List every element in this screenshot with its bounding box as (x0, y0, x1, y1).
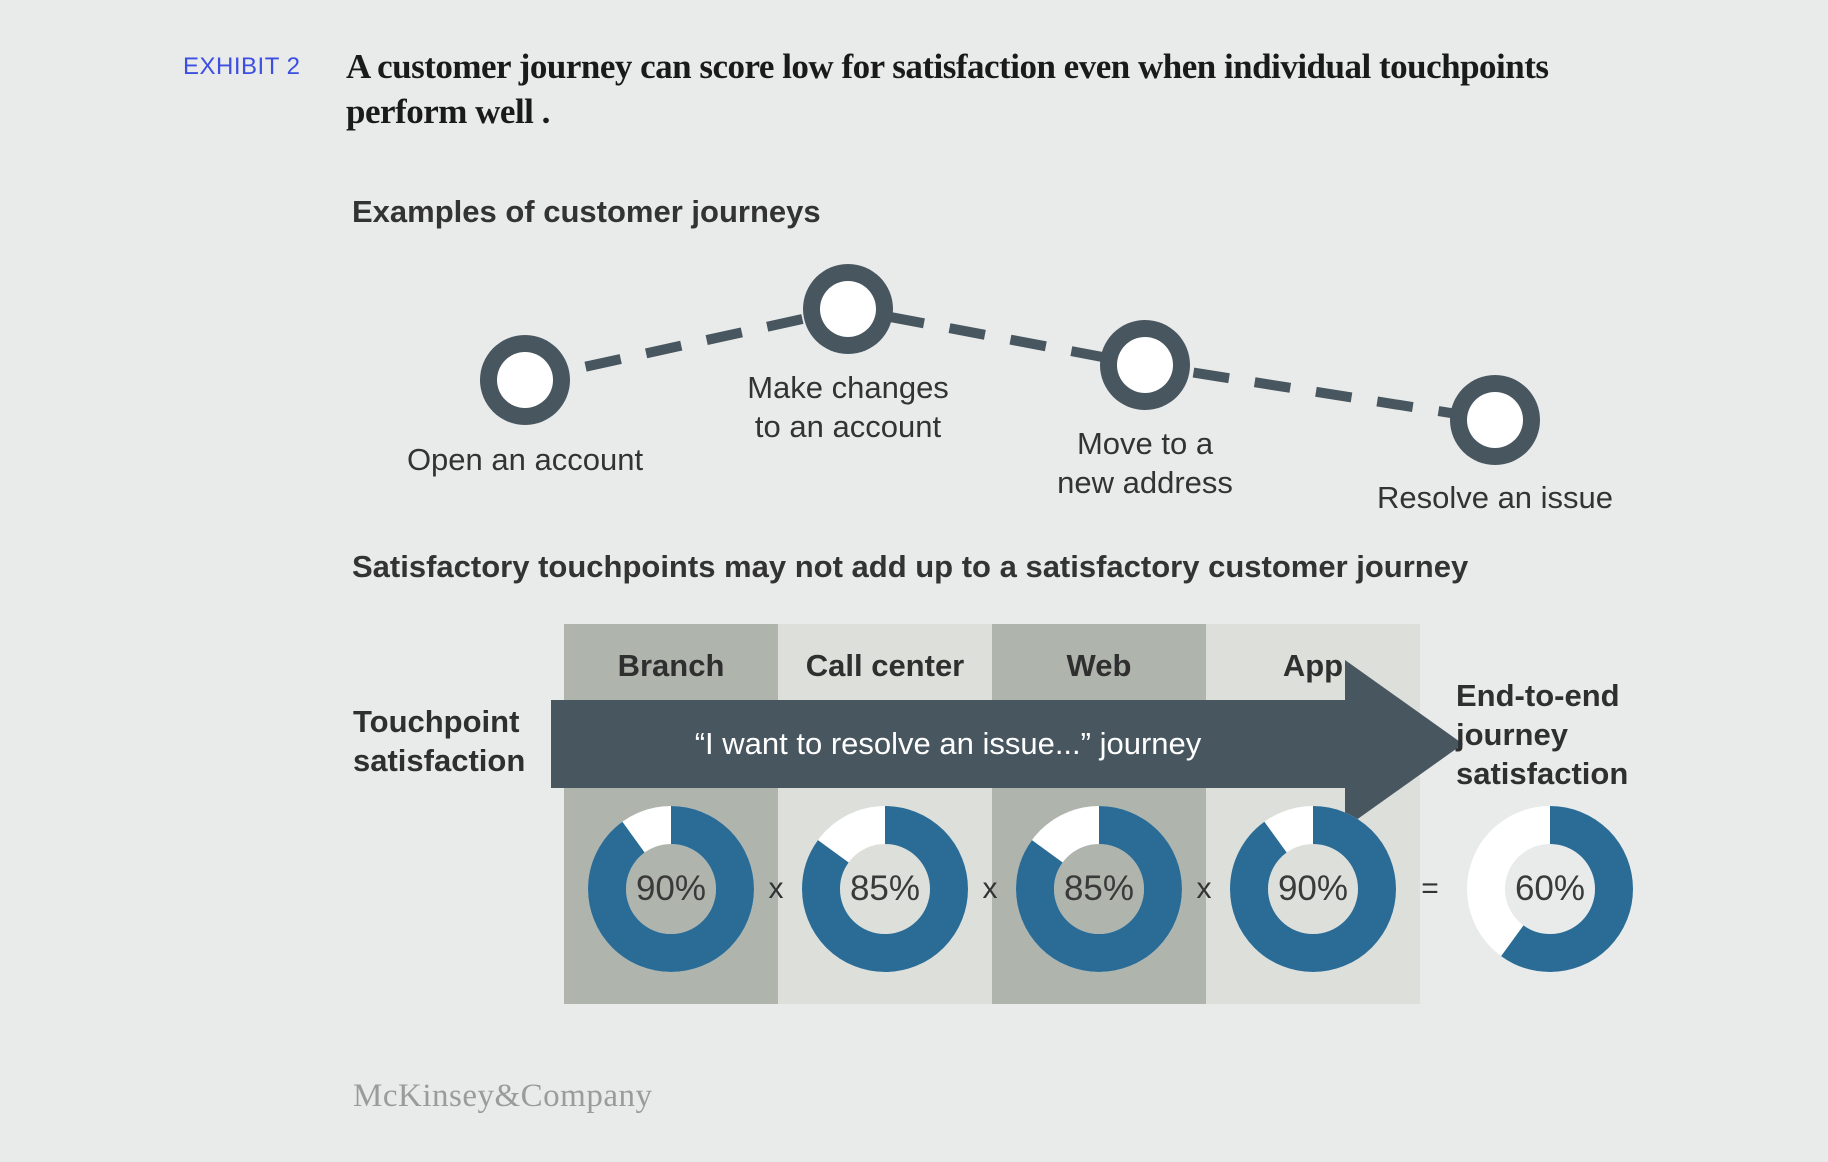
donut-chart-end-to-end: 60% (1465, 804, 1635, 974)
exhibit-number-label: EXHIBIT 2 (183, 53, 301, 80)
journey-node (1450, 375, 1540, 465)
journeys-section-heading: Examples of customer journeys (352, 194, 821, 229)
journey-node-label: Make changes to an account (747, 370, 949, 444)
donut-chart-call-center: 85% (800, 804, 970, 974)
donut-value: 90% (635, 869, 707, 908)
journey-node (1100, 320, 1190, 410)
donut-value: 85% (1063, 869, 1135, 908)
journey-node (803, 264, 893, 354)
touchpoint-satisfaction-label: Touchpoint satisfaction (353, 704, 526, 778)
journey-node (480, 335, 570, 425)
donut-value: 90% (1277, 869, 1349, 908)
equals-operator: = (1421, 872, 1439, 905)
column-header: Call center (805, 648, 965, 683)
multiply-operator: x (768, 872, 784, 905)
exhibit-title: A customer journey can score low for sat… (346, 44, 1549, 134)
journey-dashed-connector (523, 303, 1496, 425)
column-header: Web (1066, 648, 1132, 683)
donut-chart-branch: 90% (586, 804, 756, 974)
column-header: Branch (617, 648, 725, 683)
multiply-operator: x (1196, 872, 1212, 905)
multiply-operator: x (982, 872, 998, 905)
satisfaction-section-heading: Satisfactory touchpoints may not add up … (352, 549, 1469, 584)
exhibit-title-line1: A customer journey can score low for sat… (346, 47, 1549, 86)
donut-value: 60% (1514, 869, 1586, 908)
end-to-end-satisfaction-label: End-to-end journey satisfaction (1456, 678, 1629, 791)
journey-arrow-head-icon (1345, 660, 1463, 828)
journey-node-label: Move to a new address (1057, 426, 1233, 500)
donut-value: 85% (849, 869, 921, 908)
donut-chart-web: 85% (1014, 804, 1184, 974)
journey-node-label: Resolve an issue (1376, 480, 1614, 515)
exhibit-title-line2: perform well . (346, 92, 550, 131)
donut-chart-app: 90% (1228, 804, 1398, 974)
mckinsey-logo: McKinsey&Company (353, 1078, 653, 1114)
journey-path-diagram (480, 264, 1540, 465)
journey-arrow: “I want to resolve an issue...” journey (551, 700, 1345, 788)
journey-arrow-label: “I want to resolve an issue...” journey (694, 726, 1202, 761)
column-header: App (1282, 648, 1344, 683)
journey-node-label: Open an account (406, 442, 644, 477)
